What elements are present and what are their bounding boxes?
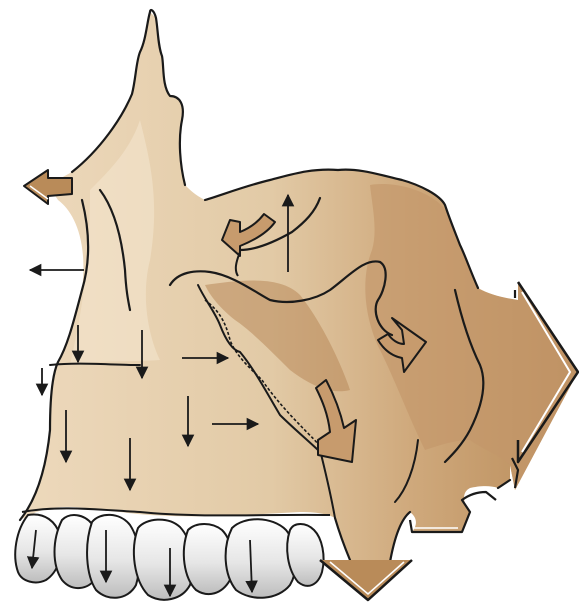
alveolar-contour [50,364,140,365]
inferior-displacement-arrow [320,560,412,600]
tooth [226,519,296,598]
tooth [87,515,139,598]
